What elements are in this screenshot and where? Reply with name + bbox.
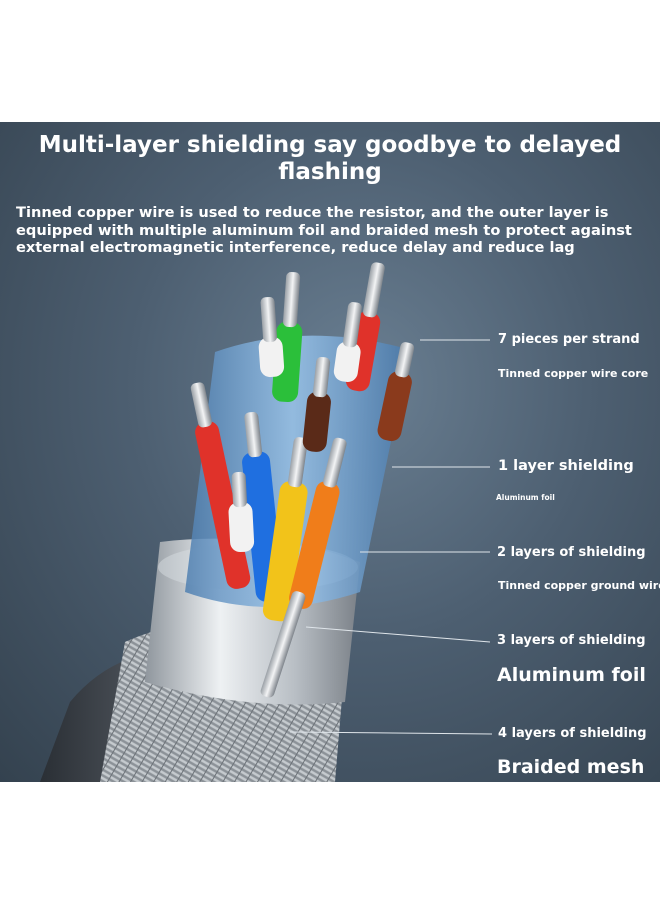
- callout-3-label: 2 layers of shielding: [497, 545, 646, 560]
- cable-cross-section-illustration: [40, 262, 493, 782]
- callout-2-label: 1 layer shielding: [498, 458, 634, 474]
- callout-4-sublabel: Aluminum foil: [497, 664, 646, 686]
- wire-group: [190, 262, 415, 698]
- product-image-panel: Multi-layer shielding say goodbye to del…: [0, 122, 660, 782]
- callout-5-sublabel: Braided mesh: [497, 756, 645, 778]
- page-title: Multi-layer shielding say goodbye to del…: [38, 132, 622, 185]
- top-white-margin: [0, 0, 660, 122]
- callout-1-sublabel: Tinned copper wire core: [498, 367, 649, 380]
- callout-3-sublabel: Tinned copper ground wire: [498, 579, 660, 592]
- bottom-white-margin: [0, 782, 660, 904]
- callout-lines: [289, 339, 493, 735]
- callout-4-label: 3 layers of shielding: [497, 633, 646, 648]
- page-subtitle: Tinned copper wire is used to reduce the…: [16, 204, 632, 256]
- callout-5-label: 4 layers of shielding: [498, 726, 647, 741]
- callout-1-label: 7 pieces per strand: [498, 332, 640, 347]
- callout-2-sublabel: Aluminum foil: [496, 493, 555, 502]
